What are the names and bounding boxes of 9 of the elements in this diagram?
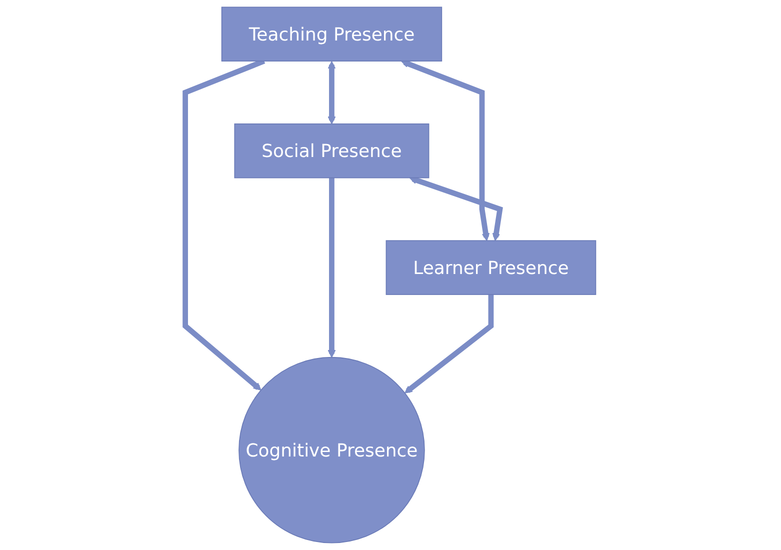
node-box bbox=[221, 6, 442, 62]
node-circle bbox=[238, 356, 425, 544]
arrow bbox=[409, 176, 503, 241]
arrow bbox=[401, 60, 490, 241]
arrow bbox=[328, 61, 336, 124]
arrow bbox=[328, 178, 336, 358]
arrow bbox=[404, 294, 494, 394]
node-box bbox=[234, 123, 430, 178]
node-box bbox=[386, 240, 596, 295]
